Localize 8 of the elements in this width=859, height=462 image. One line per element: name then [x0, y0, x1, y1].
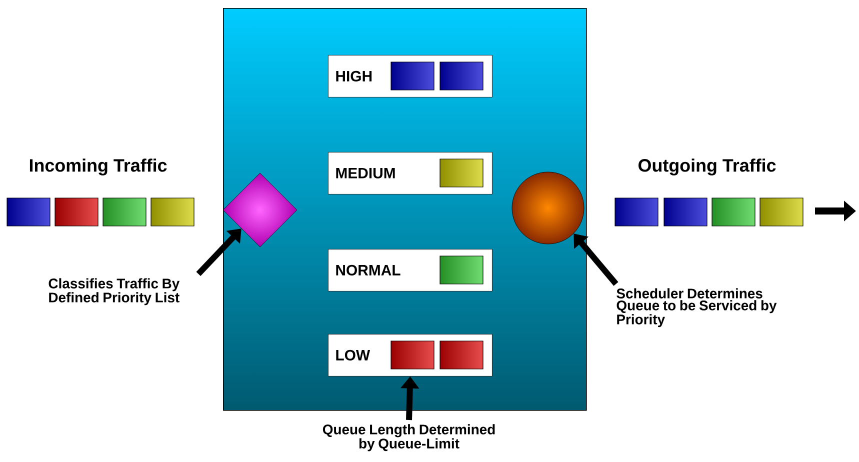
annotation-text: Queue Length Determined by Queue-Limit [322, 424, 495, 452]
classifier-diamond [222, 172, 298, 248]
annotation-text: Scheduler Determines Queue to be Serviced by Priority [616, 288, 777, 328]
heading: Outgoing Traffic [638, 158, 776, 176]
arrow [196, 228, 242, 276]
annotation-text: Classifies Traffic By Defined Priority List [48, 278, 180, 306]
scheduler-circle [512, 172, 584, 244]
heading: Incoming Traffic [30, 158, 167, 176]
